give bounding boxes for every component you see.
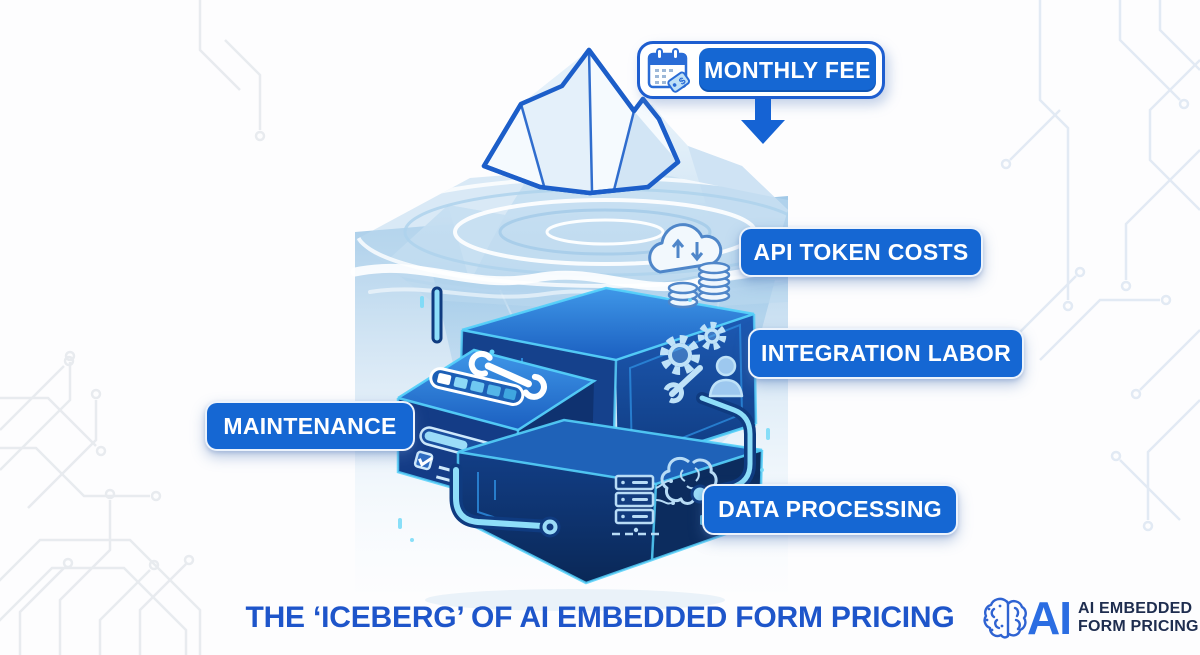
brand-logo: AI AI EMBEDDED FORM PRICING xyxy=(982,592,1199,644)
circuit-pattern-left xyxy=(0,0,266,655)
logo-wordmark: AI EMBEDDED FORM PRICING xyxy=(1078,600,1199,636)
monthly-fee-label: MONTHLY FEE xyxy=(699,48,876,92)
reflection xyxy=(425,589,725,611)
iceberg-tip xyxy=(481,47,681,196)
api-token-costs-label: API TOKEN COSTS xyxy=(739,227,983,277)
wrench-progress-icon xyxy=(429,350,547,407)
monthly-fee-callout: $ MONTHLY FEE xyxy=(637,41,885,99)
server-brain-icon xyxy=(612,456,718,536)
gears-person-icon xyxy=(660,321,744,404)
brain-logo-icon xyxy=(982,596,1028,640)
down-arrow-icon xyxy=(741,99,785,144)
maintenance-label: MAINTENANCE xyxy=(205,401,415,451)
integration-labor-label: INTEGRATION LABOR xyxy=(748,328,1024,379)
cloud-sync-coins-icon xyxy=(648,223,731,309)
logo-ai-text: AI xyxy=(1027,592,1072,644)
data-processing-box xyxy=(456,418,764,585)
pipes xyxy=(431,286,756,538)
logo-wordmark-line1: AI EMBEDDED xyxy=(1078,600,1193,618)
circuit-pattern-right xyxy=(1000,0,1200,532)
calendar-price-icon: $ xyxy=(646,46,692,94)
data-processing-label: DATA PROCESSING xyxy=(702,484,958,535)
page-title: THE ‘ICEBERG’ OF AI EMBEDDED FORM PRICIN… xyxy=(245,601,955,634)
logo-wordmark-line2: FORM PRICING xyxy=(1078,618,1199,635)
svg-text:$: $ xyxy=(677,75,688,87)
